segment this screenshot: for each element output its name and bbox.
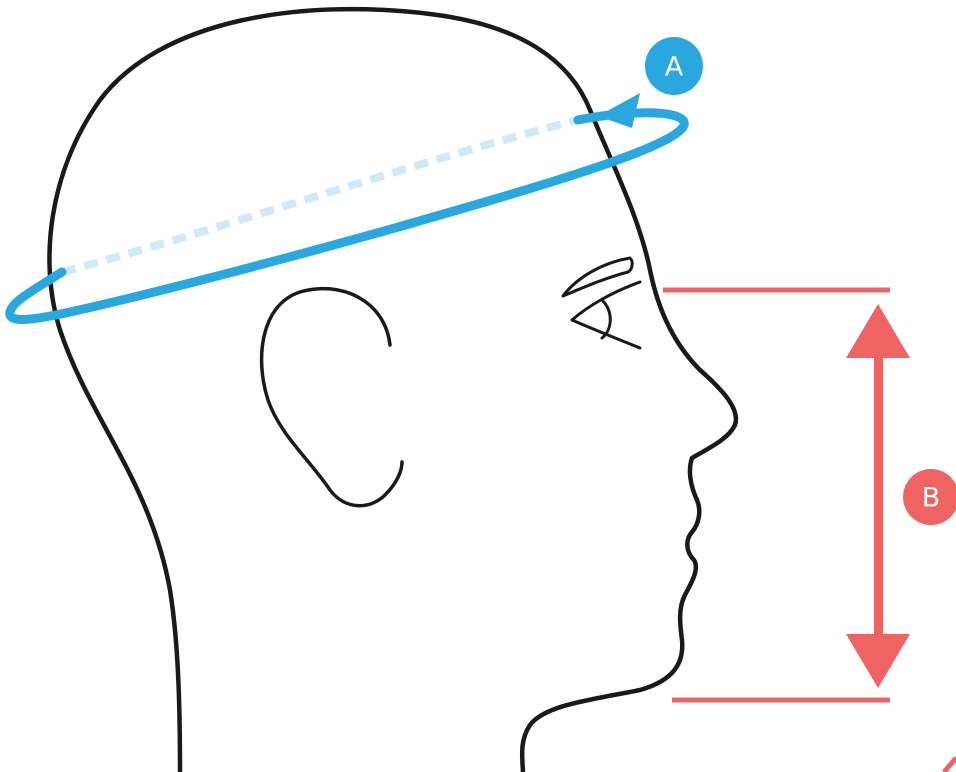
arrow-left-icon (598, 93, 640, 128)
label-b-text: B (922, 483, 941, 514)
label-a-text: A (665, 52, 684, 83)
eye-outline (572, 282, 640, 348)
double-arrow-vertical-icon (846, 304, 910, 688)
ear-outline (262, 289, 402, 506)
corner-fragment (944, 758, 956, 772)
